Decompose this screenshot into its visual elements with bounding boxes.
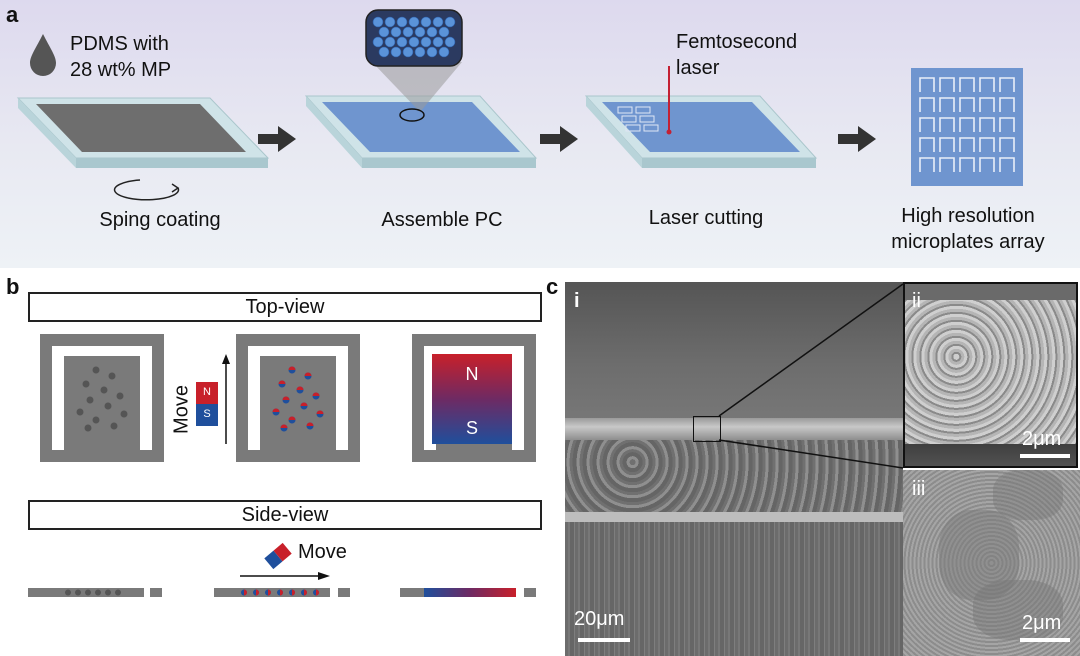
rotation-icon: [113, 179, 180, 201]
frame-aligned: [236, 334, 360, 462]
panel-c-letter: c: [546, 274, 559, 299]
sem-iii-label: iii: [912, 478, 926, 500]
side-view-box: Side-view: [28, 500, 542, 530]
move-vertical-label: Move: [170, 385, 193, 434]
pdms-drop-icon: [30, 34, 56, 76]
tilted-magnet: [264, 542, 292, 570]
step-array-label-line1: High resolution: [901, 205, 1035, 227]
step-array-label-line2: microplates array: [891, 231, 1045, 253]
sem-image-iii: [903, 470, 1080, 656]
pdms-label-line1: PDMS with: [70, 33, 169, 55]
sem-ii-label: ii: [912, 290, 921, 312]
side-view-illustration: [28, 542, 536, 597]
substrate-1: [16, 97, 270, 168]
cut-pattern: [617, 106, 659, 132]
sem-image-i: [565, 282, 903, 656]
zoom-lines: [718, 283, 904, 469]
zoom-cone: [365, 9, 463, 122]
step-spin-coating-label: Sping coating: [99, 209, 221, 231]
top-view-box: Top-view: [28, 292, 542, 322]
frame-magnetized: [412, 334, 536, 462]
frame-empty: [40, 334, 164, 462]
sphere-pattern: [372, 16, 456, 58]
panel-b-letter: b: [6, 274, 20, 299]
substrate-2: [304, 95, 538, 168]
move-horizontal-label: Move: [298, 541, 347, 563]
big-magnet-n-label: N: [465, 364, 479, 384]
laser-label-line1: Femtosecond: [676, 31, 798, 53]
process-arrow-2: [540, 126, 578, 152]
laser-label-line2: laser: [676, 57, 720, 79]
big-magnet-s-label: S: [465, 418, 478, 438]
step-laser-cutting-label: Laser cutting: [648, 207, 764, 229]
scale-i-bar: [578, 638, 630, 642]
substrate-3: [584, 66, 818, 168]
scale-ii-bar: [1020, 454, 1070, 458]
sem-image-ii: [903, 282, 1078, 468]
small-magnet-vertical: [196, 382, 218, 426]
side-strip-2: [214, 588, 350, 597]
process-arrow-1: [258, 126, 296, 152]
top-view-illustration: [40, 334, 536, 462]
side-strip-3: [400, 588, 536, 597]
pdms-label-line2: 28 wt% MP: [70, 59, 172, 81]
sem-i-label: i: [574, 290, 580, 312]
process-arrow-3: [838, 126, 876, 152]
move-arrow-vertical: [222, 354, 230, 444]
scale-iii-bar: [1020, 638, 1070, 642]
small-magnet-s-label: S: [203, 408, 211, 420]
side-strip-1: [28, 588, 162, 597]
scale-ii-label: 2μm: [1022, 428, 1062, 450]
step-assemble-pc-label: Assemble PC: [381, 209, 503, 231]
scale-i-label: 20μm: [574, 608, 625, 630]
move-arrow-horizontal: [240, 572, 330, 580]
panel-a-letter: a: [6, 2, 19, 27]
scale-iii-label: 2μm: [1022, 612, 1062, 634]
panel-a-illustration: [16, 9, 1023, 201]
microplates-array: [911, 68, 1023, 186]
small-magnet-n-label: N: [203, 386, 211, 398]
